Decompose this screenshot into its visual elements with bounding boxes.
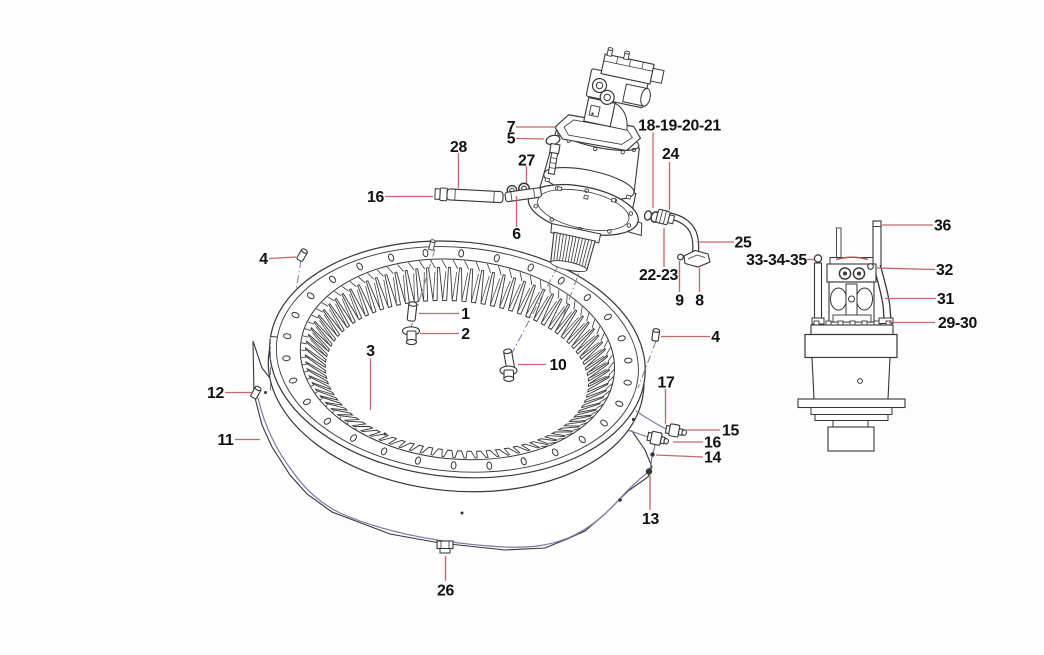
svg-text:17: 17 [658, 375, 675, 392]
svg-text:4: 4 [259, 251, 268, 268]
svg-text:22-23: 22-23 [639, 267, 678, 284]
svg-text:24: 24 [662, 146, 679, 163]
svg-text:5: 5 [507, 131, 516, 148]
svg-text:32: 32 [936, 262, 953, 279]
svg-text:11: 11 [217, 432, 234, 449]
svg-text:6: 6 [512, 226, 521, 243]
svg-text:1: 1 [461, 306, 470, 323]
svg-text:15: 15 [722, 423, 739, 440]
svg-text:25: 25 [735, 235, 752, 252]
svg-text:2: 2 [461, 326, 470, 343]
svg-text:18-19-20-21: 18-19-20-21 [638, 118, 721, 135]
svg-text:13: 13 [642, 511, 659, 528]
svg-text:26: 26 [437, 583, 454, 600]
svg-text:7: 7 [507, 119, 516, 136]
svg-text:36: 36 [934, 218, 951, 235]
svg-text:12: 12 [207, 385, 224, 402]
svg-text:33-34-35: 33-34-35 [746, 252, 807, 269]
svg-text:16: 16 [704, 435, 721, 452]
svg-text:28: 28 [450, 139, 467, 156]
svg-text:8: 8 [695, 293, 704, 310]
svg-text:31: 31 [937, 291, 954, 308]
svg-text:29-30: 29-30 [938, 315, 977, 332]
svg-text:4: 4 [711, 329, 720, 346]
svg-text:9: 9 [675, 293, 684, 310]
svg-text:3: 3 [366, 343, 375, 360]
svg-text:16: 16 [367, 189, 384, 206]
svg-text:27: 27 [518, 153, 535, 170]
svg-text:14: 14 [704, 450, 721, 467]
svg-text:10: 10 [550, 357, 567, 374]
